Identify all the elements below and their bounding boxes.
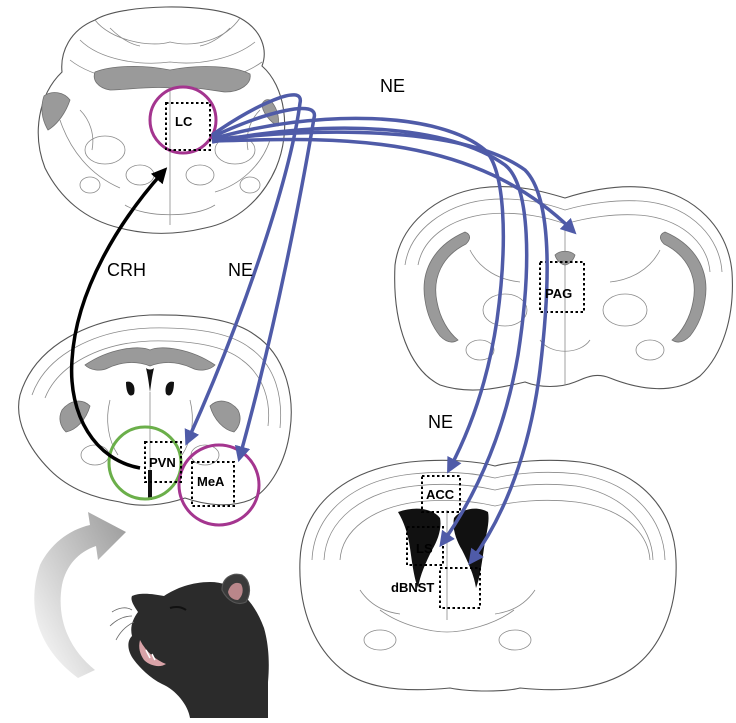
label-acc: ACC (426, 487, 455, 502)
ne-arrow-to-dbnst (211, 130, 549, 566)
label-ne-lower: NE (428, 412, 453, 432)
ne-arrow-to-pvn (184, 93, 302, 446)
label-crh: CRH (107, 260, 146, 280)
pvn-box (144, 441, 182, 483)
hindbrain-section (37, 6, 286, 234)
ne-projections (184, 93, 577, 566)
ne-arrow-to-acc (211, 116, 506, 474)
label-dbnst: dBNST (391, 580, 434, 595)
lc-box (165, 102, 211, 151)
label-ne-mid: NE (228, 260, 253, 280)
dbnst-box (439, 567, 481, 609)
ne-arrow-to-ls (211, 126, 529, 548)
label-mea: MeA (197, 474, 225, 489)
label-lc: LC (175, 114, 193, 129)
label-pag: PAG (545, 286, 572, 301)
label-ls: LS (416, 541, 433, 556)
hypothalamus-section (18, 314, 292, 506)
acc-box (421, 475, 461, 513)
septal-section (299, 459, 677, 692)
label-ne-top: NE (380, 76, 405, 96)
label-pvn: PVN (149, 455, 176, 470)
ne-arrow-to-pag (211, 137, 577, 235)
mea-ring (177, 443, 261, 527)
crh-arrow (69, 167, 168, 470)
pag-box (539, 261, 585, 313)
curved-arrow-icon (34, 512, 126, 678)
mea-box (191, 461, 235, 507)
rat-head-icon (109, 573, 269, 718)
lc-ring (148, 85, 218, 155)
ne-arrow-to-mea (211, 106, 317, 463)
